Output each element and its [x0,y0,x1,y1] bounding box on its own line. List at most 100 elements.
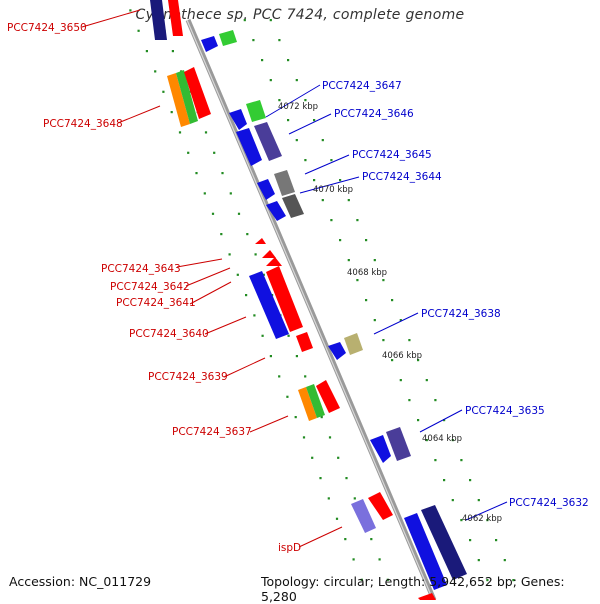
boundary-dot [356,279,359,282]
gene-label[interactable]: PCC7424_3646 [334,108,414,120]
kbp-tick-label: 4066 kbp [382,351,422,361]
gene-arrow [368,492,393,520]
boundary-dot [319,477,322,480]
gene-label[interactable]: PCC7424_3645 [352,149,432,161]
boundary-dot [321,139,324,142]
boundary-dot [330,219,333,222]
boundary-dot [451,439,454,442]
boundary-dot [311,456,314,459]
boundary-dot [495,539,498,542]
gene-arrow [266,266,303,332]
boundary-dot [451,499,454,502]
boundary-dot [408,339,411,342]
boundary-dot [386,578,389,581]
gene-arrow [236,128,262,166]
boundary-dot [170,111,173,114]
boundary-dot [339,239,342,242]
gene-arrow [167,73,190,127]
gene-arrow [298,387,317,421]
gene-label[interactable]: ispD [278,542,301,554]
gene-label[interactable]: PCC7424_3641 [116,297,196,309]
gene-arrow [328,342,346,360]
boundary-dot [477,499,480,502]
boundary-dot [278,39,281,42]
boundary-dot [347,199,350,202]
gene-arrow [386,427,411,461]
gene-arrow [246,100,266,122]
boundary-dot [213,151,216,154]
boundary-dot [486,579,489,582]
gene-arrow [296,332,313,352]
gene-label[interactable]: PCC7424_3647 [322,80,402,92]
gene-arrow [168,0,183,36]
boundary-dot [129,9,132,12]
gene-arrow [184,67,211,119]
boundary-dot [269,19,272,22]
boundary-dot [352,558,355,561]
boundary-dot [295,139,298,142]
gene-arrow [229,109,247,130]
boundary-dot [365,239,368,242]
boundary-dot [287,59,290,62]
gene-label[interactable]: PCC7424_3642 [110,281,190,293]
leader-line [299,176,360,194]
leader-line [304,154,350,175]
boundary-dot [304,99,307,102]
gene-arrow [316,380,340,413]
gene-label[interactable]: PCC7424_3635 [465,405,545,417]
gene-label[interactable]: PCC7424_3643 [101,263,181,275]
gene-label[interactable]: PCC7424_3637 [172,426,252,438]
gene-arrow [201,36,218,52]
boundary-dot [286,395,289,398]
leader-line [298,526,343,548]
boundary-dot [360,578,363,581]
boundary-dot [204,131,208,134]
boundary-dot [313,119,316,122]
boundary-dot [171,50,174,53]
gene-label[interactable]: PCC7424_3640 [129,328,209,340]
boundary-dot [254,253,257,256]
gene-label[interactable]: PCC7424_3639 [148,371,228,383]
boundary-dot [408,399,411,402]
boundary-dot [443,479,446,482]
boundary-dot [391,359,394,362]
gene-label[interactable]: PCC7424_3648 [43,118,123,130]
boundary-dot [295,79,298,82]
boundary-dot [269,79,272,82]
boundary-dot [344,538,347,541]
boundary-dot [460,459,463,462]
gene-arrow [282,194,304,218]
boundary-dot [365,299,368,302]
boundary-dot [178,131,182,134]
boundary-dot [382,279,385,282]
boundary-dot [370,538,373,541]
boundary-dot [246,233,249,236]
boundary-dot [425,379,428,382]
leader-line [223,357,266,378]
boundary-dot [337,456,340,459]
genome-backbone [185,19,437,600]
leader-line [176,258,223,268]
kbp-tick-label: 4072 kbp [278,102,318,112]
gene-label[interactable]: PCC7424_3638 [421,308,501,320]
boundary-dot [335,517,339,520]
leader-line [419,409,463,433]
gene-label[interactable]: PCC7424_3644 [362,171,442,183]
boundary-dot [378,558,381,561]
boundary-dot [373,259,376,262]
boundary-dot [399,379,402,382]
gene-label[interactable]: PCC7424_3632 [509,497,589,509]
boundary-dot [294,416,297,419]
gene-arrow [351,499,376,533]
boundary-dot [434,459,437,462]
boundary-dot [187,151,190,154]
boundary-dot [382,339,385,342]
boundary-dot [304,159,307,162]
boundary-dot [399,319,402,322]
gene-label[interactable]: PCC7424_3650 [7,22,87,34]
boundary-dot [261,59,264,62]
gene-arrow [274,170,295,196]
boundary-dot [327,497,330,500]
gene-arrow [176,70,198,124]
